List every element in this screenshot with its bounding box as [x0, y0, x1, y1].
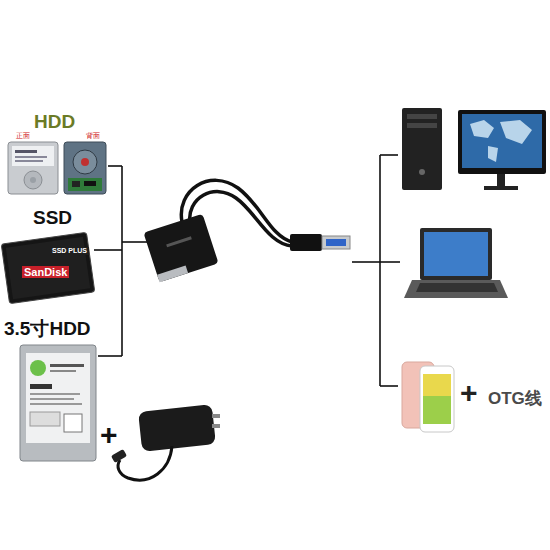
side-label: 背面 [84, 132, 102, 140]
plus-sign: + [460, 376, 478, 409]
ssd-picture [1, 232, 95, 303]
power-adapter-picture [111, 404, 220, 480]
device-group: HDD [34, 111, 78, 133]
laptop-picture [404, 228, 508, 298]
plus-sign: + [100, 418, 118, 451]
device-group: 3.5寸HDD [4, 318, 93, 340]
device-group: SSD [33, 207, 75, 229]
hdd-front-picture [8, 142, 58, 194]
desktop-computer-picture [402, 108, 546, 190]
side-label: 正面 [14, 132, 32, 140]
device-heading: SSD [33, 207, 75, 229]
bracket-right [352, 155, 400, 386]
phone-picture [402, 362, 454, 432]
device-heading: 3.5寸HDD [4, 318, 93, 340]
sata-usb-adapter-picture [143, 180, 350, 282]
product-name: SSD PLUS [50, 247, 89, 255]
hdd-back-picture [64, 142, 106, 194]
cable-label: OTG线 [488, 390, 542, 409]
brand-logo: SanDisk [22, 266, 69, 278]
hdd-3-5-picture [20, 345, 96, 461]
device-heading: HDD [34, 111, 78, 133]
